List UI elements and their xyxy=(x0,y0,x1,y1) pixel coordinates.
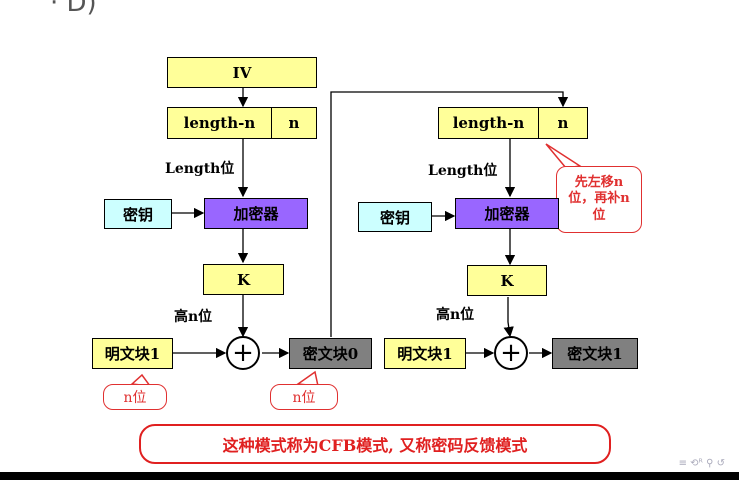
cipher-n-bits-note: n位 xyxy=(270,384,338,410)
plain-n-bits-note: n位 xyxy=(103,384,167,410)
encryptor-box-right: 加密器 xyxy=(455,198,559,229)
shift-register-right: length-n n xyxy=(438,107,588,139)
length-bits-label: Length位 xyxy=(165,161,235,177)
shift-note: 先左移n位，再补n位 xyxy=(556,166,642,233)
shift-register-left: length-n n xyxy=(167,107,317,139)
ciphertext-block-0-box: 密文块0 xyxy=(289,338,372,369)
slide-nav-icons[interactable]: ≡ ⟲ᴿ ⚲ ↺ xyxy=(678,458,725,469)
key-box: 密钥 xyxy=(104,199,172,229)
xor-circle-right: + xyxy=(494,336,528,370)
register-n-cell: n xyxy=(270,108,316,138)
plaintext-block-box-right: 明文块1 xyxy=(384,338,466,369)
register-length-n-cell-right: length-n xyxy=(452,114,525,132)
register-n-cell-right: n xyxy=(537,108,587,138)
xor-circle: + xyxy=(226,336,260,370)
register-length-n-cell: length-n xyxy=(183,114,256,132)
bottom-bar xyxy=(0,472,739,480)
ciphertext-block-1-box: 密文块1 xyxy=(552,338,638,369)
iv-box: IV xyxy=(167,57,317,88)
key-box-right: 密钥 xyxy=(358,202,432,232)
k-box: K xyxy=(203,264,284,295)
top-text-fragment: · D) xyxy=(50,0,97,18)
high-n-bits-label: 高n位 xyxy=(174,309,213,325)
shift-note-pointer xyxy=(545,143,583,169)
k-box-right: K xyxy=(467,265,547,296)
high-n-bits-label-right: 高n位 xyxy=(436,307,475,323)
plaintext-block-box: 明文块1 xyxy=(92,338,173,369)
length-bits-label-right: Length位 xyxy=(428,163,498,179)
cfb-mode-banner: 这种模式称为CFB模式, 又称密码反馈模式 xyxy=(139,424,611,464)
arrow-k-to-xor-right xyxy=(503,297,514,338)
feedback-arrow xyxy=(330,91,569,337)
encryptor-box: 加密器 xyxy=(204,198,308,229)
